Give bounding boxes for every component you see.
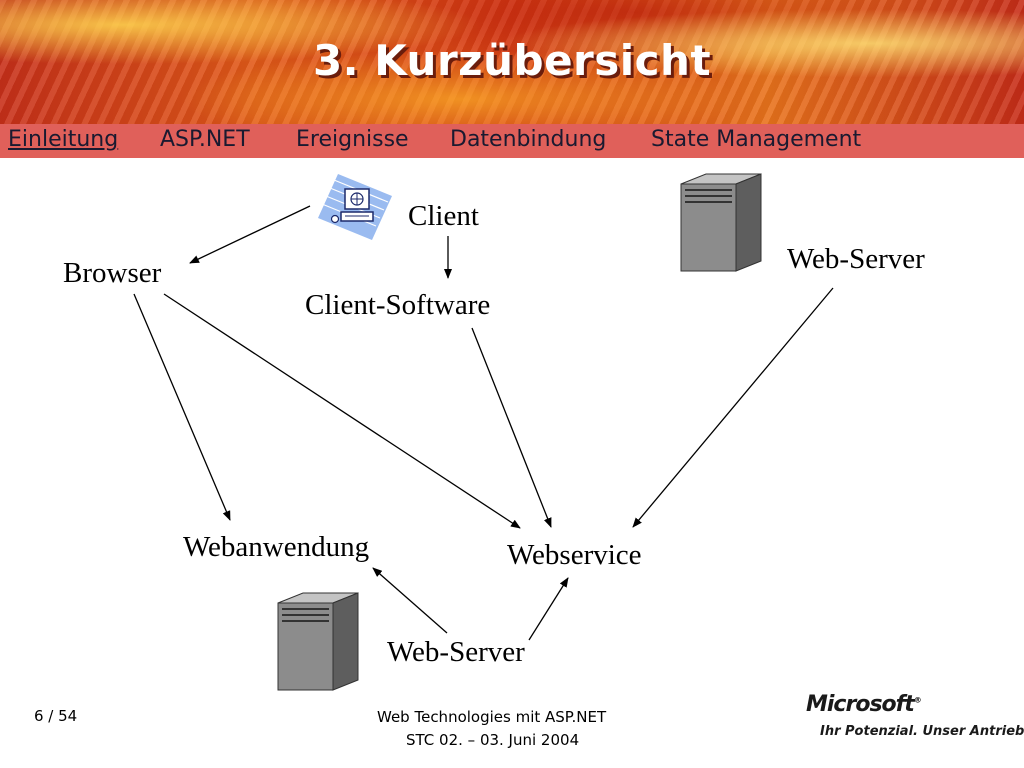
slide-title: 3. Kurzübersicht xyxy=(312,36,712,85)
node-webanwendung: Webanwendung xyxy=(183,531,370,563)
node-web-server-top: Web-Server xyxy=(787,243,925,275)
arrow-browser-webanwendung xyxy=(133,293,231,521)
arrow-client-browser xyxy=(189,205,311,264)
nav-item-aspnet[interactable]: ASP.NET xyxy=(160,127,250,152)
nav-item-einleitung[interactable]: Einleitung xyxy=(8,127,119,152)
node-client: Client xyxy=(408,200,479,232)
header-banner xyxy=(0,0,1024,124)
arrow-webserver-webanwendung xyxy=(372,567,448,634)
page-number: 6 / 54 xyxy=(34,707,78,725)
arrow-webserver-webservice-bottom xyxy=(528,577,569,641)
server-tower-icon xyxy=(680,173,762,272)
node-client-software: Client-Software xyxy=(305,289,491,321)
microsoft-logo: Microsoft® xyxy=(806,692,922,717)
server-tower-icon xyxy=(277,592,359,691)
nav-item-datenbindung[interactable]: Datenbindung xyxy=(450,127,607,152)
arrow-browser-webservice xyxy=(163,293,521,529)
nav-bar xyxy=(0,124,1024,158)
arrow-webserver-webservice xyxy=(632,287,834,528)
client-computer-icon xyxy=(318,174,392,240)
footer-event-date: STC 02. – 03. Juni 2004 xyxy=(406,731,580,749)
node-browser: Browser xyxy=(63,257,162,289)
node-webservice: Webservice xyxy=(507,539,642,571)
microsoft-slogan: Ihr Potenzial. Unser Antrieb. xyxy=(820,724,1024,739)
footer-event-title: Web Technologies mit ASP.NET xyxy=(377,708,607,726)
nav-item-ereignisse[interactable]: Ereignisse xyxy=(296,127,409,152)
node-web-server-bottom: Web-Server xyxy=(387,636,525,668)
arrow-clientsoftware-webservice xyxy=(471,327,552,528)
nav-item-state-management[interactable]: State Management xyxy=(651,127,862,152)
